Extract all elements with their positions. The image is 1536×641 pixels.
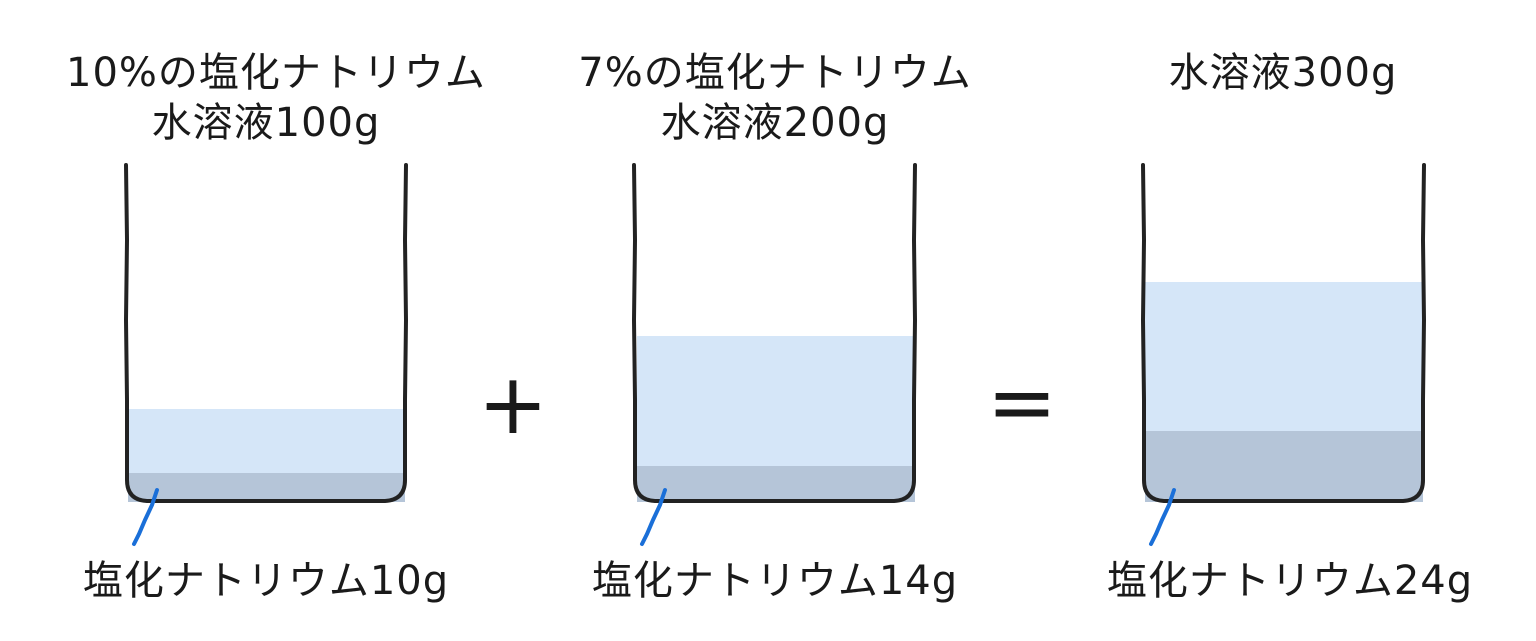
beaker-3-title-line2: 水溶液300g bbox=[1168, 50, 1398, 96]
beaker-1-salt-layer bbox=[128, 473, 405, 502]
beaker-2-title-line1: 7%の塩化ナトリウム bbox=[578, 50, 972, 96]
beaker-3-outline bbox=[1141, 163, 1426, 503]
beaker-2-title-line2: 水溶液200g bbox=[660, 100, 890, 146]
beaker-2-caption: 塩化ナトリウム14g bbox=[591, 558, 959, 604]
beaker-1-title-line2: 水溶液100g bbox=[151, 100, 381, 146]
beaker-1-outline bbox=[124, 163, 408, 503]
beaker-3 bbox=[1141, 163, 1426, 546]
beaker-2-outline bbox=[632, 163, 917, 503]
beaker-1-caption: 塩化ナトリウム10g bbox=[82, 558, 450, 604]
beaker-1-title: 10%の塩化ナトリウム 水溶液100g bbox=[66, 48, 486, 148]
beaker-1 bbox=[124, 163, 408, 546]
equals-sign: = bbox=[986, 353, 1058, 451]
beaker-3-salt-layer bbox=[1145, 431, 1423, 502]
beaker-3-title: 水溶液300g bbox=[1083, 48, 1483, 98]
beaker-2 bbox=[632, 163, 917, 546]
beaker-3-caption: 塩化ナトリウム24g bbox=[1106, 558, 1474, 604]
beaker-2-title: 7%の塩化ナトリウム 水溶液200g bbox=[575, 48, 975, 148]
plus-sign: + bbox=[477, 355, 549, 453]
beaker-1-title-line1: 10%の塩化ナトリウム bbox=[66, 50, 486, 96]
beaker-2-salt-layer bbox=[637, 466, 915, 502]
